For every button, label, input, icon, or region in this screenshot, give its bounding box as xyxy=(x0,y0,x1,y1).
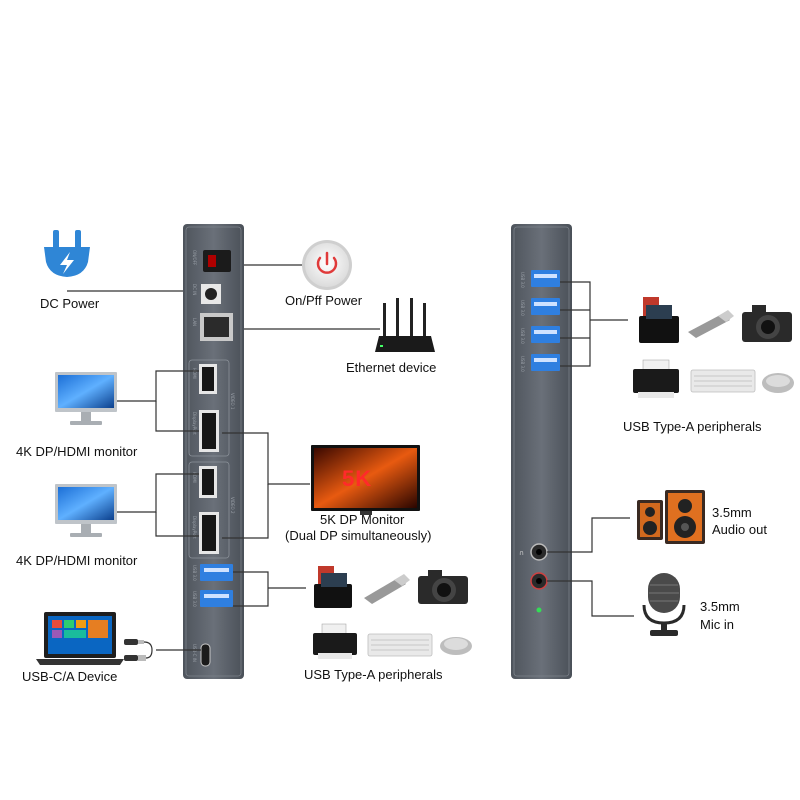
keyboard-icon xyxy=(367,633,433,657)
printer-icon xyxy=(633,359,679,398)
power-led xyxy=(536,607,542,613)
connector-lines xyxy=(67,264,634,651)
right-port-label-4: USB 3.0 xyxy=(520,356,525,372)
keyboard-icon xyxy=(690,369,756,393)
monitor-icon xyxy=(55,484,117,537)
right-port-label-2: USB 3.0 xyxy=(520,300,525,316)
usb-flash-drive-icon xyxy=(364,574,410,604)
microphone-icon xyxy=(642,573,686,636)
port-label-dc-in: DC IN xyxy=(192,284,197,295)
audio-out-label-line1: 3.5mm xyxy=(712,505,752,520)
usb-a-port-1[interactable] xyxy=(200,564,233,581)
mic-in-label-line1: 3.5mm xyxy=(700,599,740,614)
dc-power-label: DC Power xyxy=(40,296,100,311)
usb-flash-drive-icon xyxy=(688,310,734,338)
usb-a-port-2[interactable] xyxy=(200,590,233,607)
right-usb-port-4[interactable] xyxy=(531,354,560,371)
5k-monitor-sublabel: (Dual DP simultaneously) xyxy=(285,528,432,543)
power-plug-icon xyxy=(44,230,90,277)
router-icon xyxy=(375,298,435,352)
port-label-usb-1: USB 3.0 xyxy=(192,565,197,581)
right-usb-port-2[interactable] xyxy=(531,298,560,315)
hard-drive-dock-icon xyxy=(314,566,352,608)
port-label-hdmi-1: HDMI xyxy=(192,368,197,379)
speakers-icon xyxy=(637,490,705,544)
monitor-1-label: 4K DP/HDMI monitor xyxy=(16,444,138,459)
usb-c-port[interactable] xyxy=(200,643,211,667)
laptop-icon xyxy=(36,612,124,665)
usb-c-a-device-label: USB-C/A Device xyxy=(22,669,118,684)
hard-drive-dock-icon xyxy=(639,297,679,343)
port-label-on-off: ON/OFF xyxy=(192,250,197,266)
5k-monitor-label: 5K DP Monitor xyxy=(320,512,405,527)
right-dock: USB 3.0 USB 3.0 USB 3.0 USB 3.0 ∩ xyxy=(511,224,572,679)
5k-monitor-icon xyxy=(311,445,420,515)
on-off-power-label: On/Pff Power xyxy=(285,293,363,308)
port-label-usb-c: USB-C IN xyxy=(192,644,197,662)
monitor-2-label: 4K DP/HDMI monitor xyxy=(16,553,138,568)
audio-out-label-line2: Audio out xyxy=(712,522,767,537)
usb-peripherals-left-label: USB Type-A peripherals xyxy=(304,667,443,682)
left-dock: ON/OFF DC IN LAN HDMI DisplayPort VIDEO … xyxy=(183,224,244,679)
ethernet-device-label: Ethernet device xyxy=(346,360,437,375)
printer-icon xyxy=(313,623,357,659)
5k-badge: 5K xyxy=(342,466,373,491)
power-button-icon xyxy=(302,240,352,290)
right-usb-port-1[interactable] xyxy=(531,270,560,287)
mouse-icon xyxy=(762,373,794,393)
video-1-label: VIDEO 1 xyxy=(230,393,235,410)
camera-icon xyxy=(418,570,468,604)
camera-icon xyxy=(742,305,792,342)
port-label-hdmi-2: HDMI xyxy=(192,472,197,483)
usb-cable-icon xyxy=(124,639,153,661)
on-off-switch[interactable] xyxy=(203,250,231,272)
monitor-icon xyxy=(55,372,117,425)
mouse-icon xyxy=(440,637,472,655)
port-label-usb-2: USB 3.0 xyxy=(192,591,197,607)
headphone-icon: ∩ xyxy=(519,549,524,557)
usb-peripherals-right-label: USB Type-A peripherals xyxy=(623,419,762,434)
port-label-dp-1: DisplayPort xyxy=(192,412,197,435)
port-label-lan: LAN xyxy=(192,318,197,326)
mic-in-label-line2: Mic in xyxy=(700,617,734,632)
right-port-label-3: USB 3.0 xyxy=(520,328,525,344)
right-dock-body xyxy=(511,224,572,679)
right-port-label-1: USB 3.0 xyxy=(520,272,525,288)
right-usb-port-3[interactable] xyxy=(531,326,560,343)
video-2-label: VIDEO 2 xyxy=(230,497,235,514)
port-label-dp-2: DisplayPort xyxy=(192,516,197,539)
